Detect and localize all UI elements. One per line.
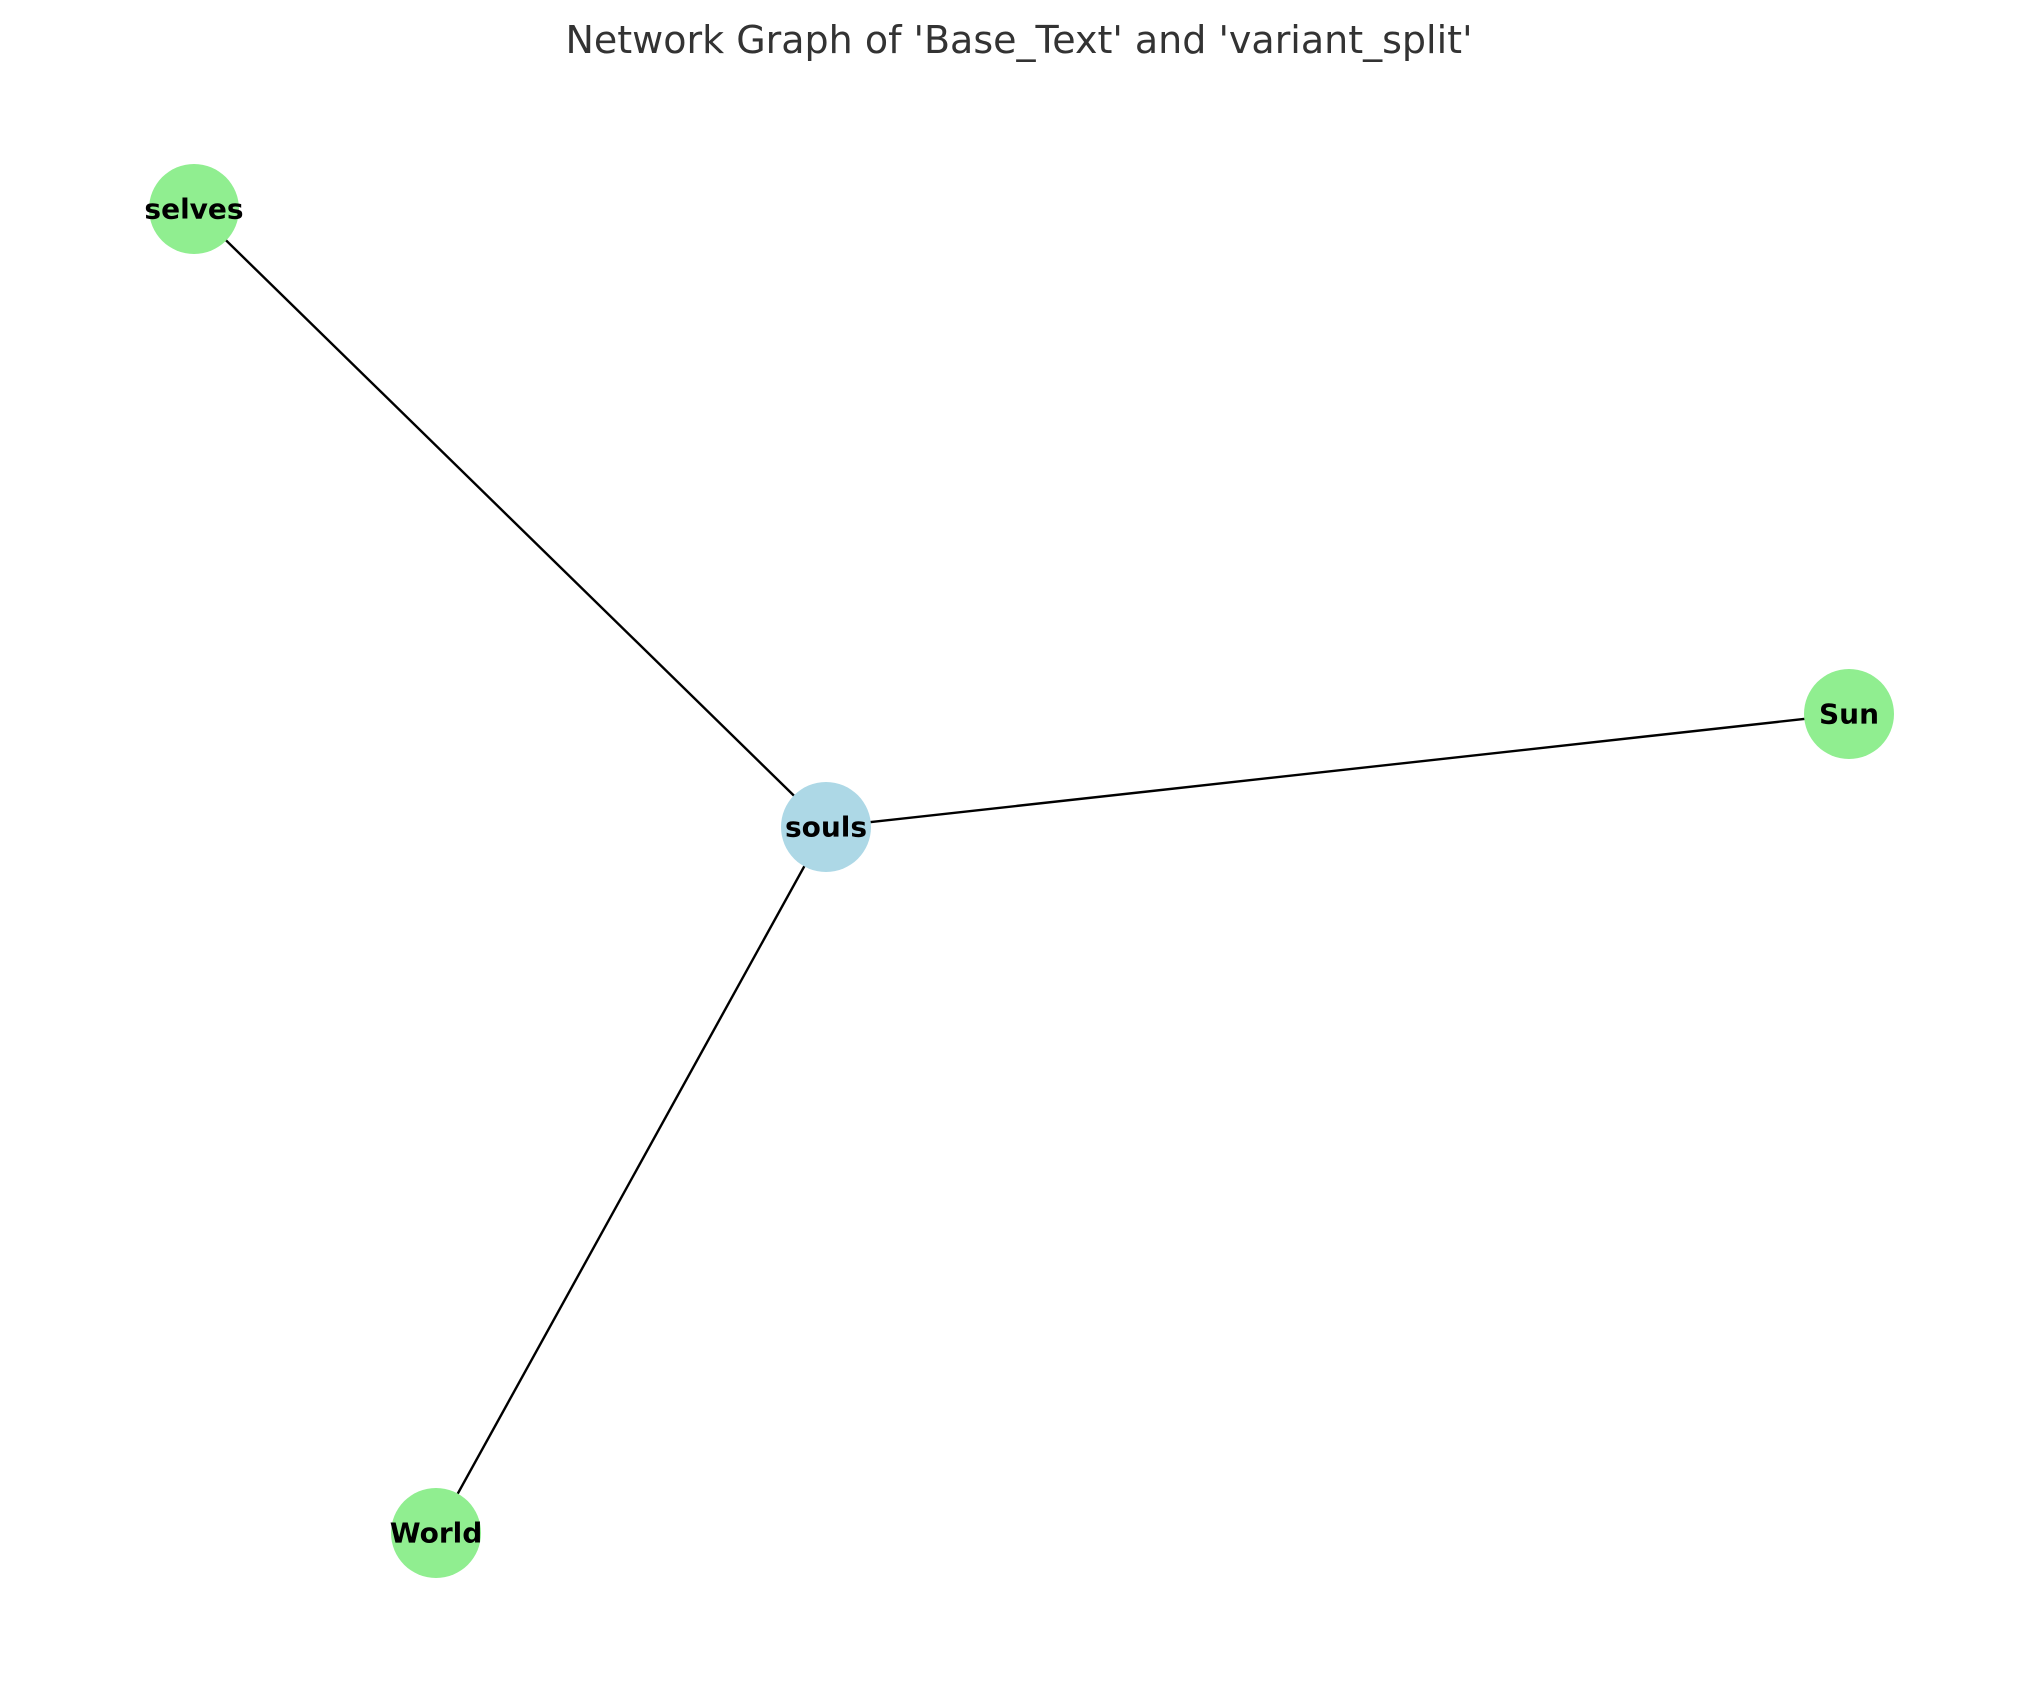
node-sun: Sun: [1804, 669, 1894, 759]
node-label-souls: souls: [785, 811, 867, 844]
node-selves: selves: [144, 164, 244, 254]
graph-title: Network Graph of 'Base_Text' and 'varian…: [565, 18, 1472, 62]
edges-layer: [193, 208, 1850, 1534]
edge-souls-sun: [825, 712, 1850, 829]
node-world: World: [390, 1488, 483, 1578]
node-circle-selves: [149, 164, 239, 254]
edge-souls-selves: [193, 208, 827, 828]
node-label-selves: selves: [144, 193, 243, 226]
node-label-sun: Sun: [1819, 698, 1879, 731]
node-label-world: World: [390, 1517, 483, 1550]
node-circle-world: [391, 1488, 481, 1578]
node-circle-sun: [1804, 669, 1894, 759]
node-souls: souls: [781, 782, 871, 872]
edge-souls-world: [434, 826, 828, 1534]
node-circle-souls: [781, 782, 871, 872]
